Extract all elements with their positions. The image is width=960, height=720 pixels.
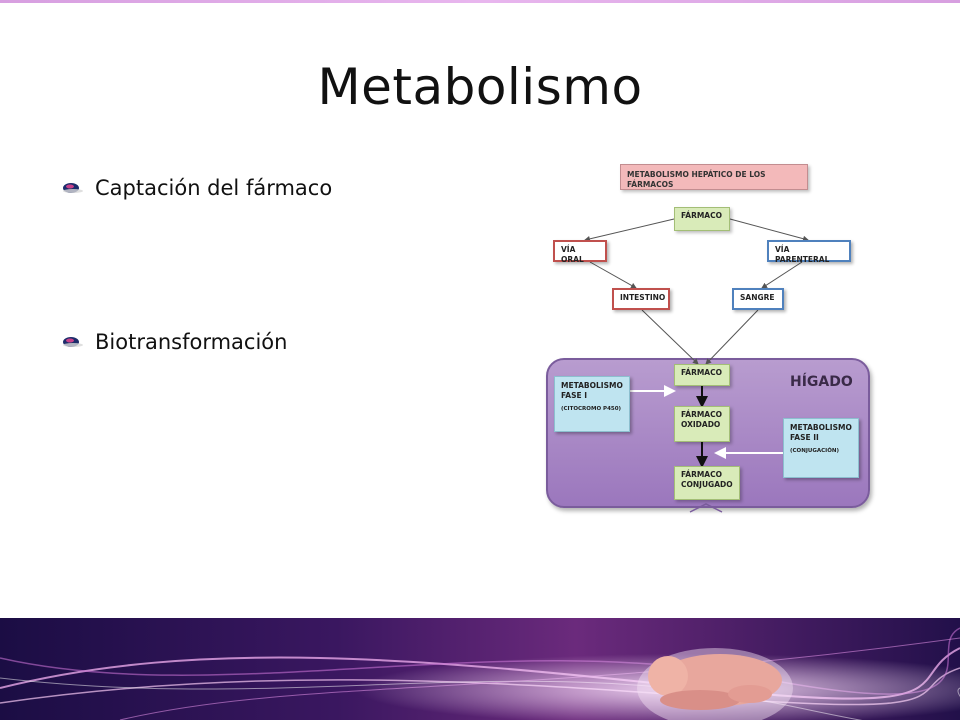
- bullet-icon: [63, 183, 83, 193]
- sangre-box: SANGRE: [732, 288, 784, 310]
- farmaco-box: FÁRMACO: [674, 207, 730, 231]
- arrow: [589, 261, 637, 289]
- baby-image: [637, 648, 793, 720]
- liver-label: HÍGADO: [790, 374, 853, 390]
- arrow: [761, 261, 803, 289]
- fase1-box: METABOLISMO FASE I (CITOCROMO P450): [554, 376, 630, 432]
- farmaco-conjugado-box: FÁRMACO CONJUGADO: [674, 466, 740, 500]
- fase1-subtitle: (CITOCROMO P450): [561, 406, 622, 413]
- arrow: [641, 309, 699, 365]
- via-parenteral-box: VÍA PARENTERAL: [767, 240, 851, 264]
- bullet-item: Captación del fármaco: [60, 176, 332, 200]
- farmaco-liver-box: FÁRMACO: [674, 364, 730, 386]
- bullet-text: Biotransformación: [95, 330, 288, 354]
- fase1-title: METABOLISMO FASE I: [561, 381, 623, 401]
- fase2-title: METABOLISMO FASE II: [790, 423, 852, 443]
- fase2-subtitle: (CONJUGACIÓN): [790, 448, 839, 455]
- intestino-box: INTESTINO: [612, 288, 670, 310]
- farmaco-oxidado-box: FÁRMACO OXIDADO: [674, 406, 730, 442]
- footer-banner: [0, 618, 960, 720]
- metabolism-diagram: METABOLISMO HEPÁTICO DE LOS FÁRMACOS FÁR…: [540, 150, 880, 520]
- via-oral-box: VÍA ORAL: [553, 240, 607, 264]
- bullet-item: Biotransformación: [60, 330, 287, 354]
- bullet-icon: [63, 337, 83, 347]
- footer-art: [0, 618, 960, 720]
- bullet-text: Captación del fármaco: [95, 176, 333, 200]
- arrow: [584, 218, 675, 242]
- arrow: [705, 309, 759, 365]
- top-border: [0, 0, 960, 3]
- diagram-header: METABOLISMO HEPÁTICO DE LOS FÁRMACOS: [620, 164, 808, 190]
- chevron-icon: [689, 503, 723, 513]
- fase2-box: METABOLISMO FASE II (CONJUGACIÓN): [783, 418, 859, 478]
- arrow: [729, 218, 809, 242]
- slide-title: Metabolismo: [317, 58, 643, 116]
- diagram-arrows: [584, 218, 809, 513]
